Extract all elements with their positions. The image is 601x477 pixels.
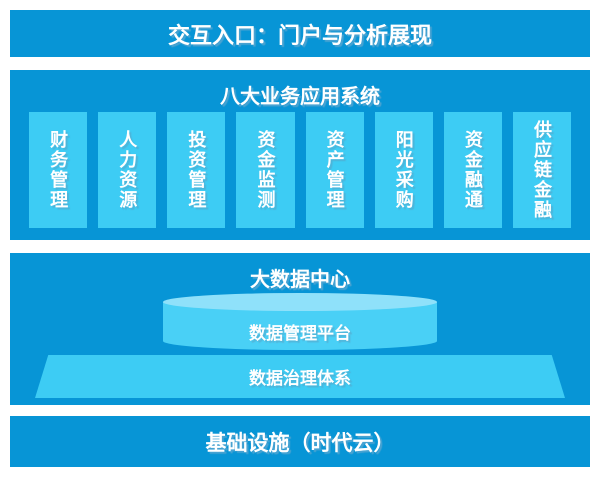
app-card-finance: 财务管理 [29, 112, 88, 228]
cylinder-shape-icon [163, 293, 437, 350]
app-card-investment: 投资管理 [167, 112, 226, 228]
app-card-hr: 人力资源 [98, 112, 157, 228]
infrastructure-bar: 基础设施（时代云） [10, 416, 590, 467]
application-cards-row: 财务管理 人力资源 投资管理 资金监测 资产管理 阳光采购 资金融通 供应链金融 [29, 112, 571, 228]
infrastructure-label: 基础设施（时代云） [205, 431, 395, 455]
app-card-label: 阳光采购 [393, 130, 414, 210]
portal-entry-label: 交互入口：门户与分析展现 [167, 22, 432, 48]
data-platform-cylinder: 数据管理平台 [163, 293, 437, 351]
data-governance-trapezoid: 数据治理体系 [35, 355, 565, 398]
app-card-fund-financing: 资金融通 [443, 112, 502, 228]
business-applications-title: 八大业务应用系统 [220, 86, 380, 108]
app-card-supply-chain-finance: 供应链金融 [512, 112, 571, 228]
data-governance-label: 数据治理体系 [249, 369, 351, 388]
big-data-center-title: 大数据中心 [250, 269, 350, 291]
app-card-label: 投资管理 [186, 130, 207, 210]
app-card-label: 财务管理 [48, 130, 69, 210]
big-data-center-section: 大数据中心 数据管理平台 数据治理体系 [10, 253, 590, 405]
data-platform-label: 数据管理平台 [249, 323, 351, 343]
app-card-fund-monitoring: 资金监测 [236, 112, 295, 228]
business-applications-section: 八大业务应用系统 财务管理 人力资源 投资管理 资金监测 资产管理 阳光采购 资… [10, 70, 590, 240]
app-card-label: 资金融通 [462, 130, 483, 210]
app-card-label: 供应链金融 [531, 120, 552, 220]
app-card-label: 资金监测 [255, 130, 276, 210]
app-card-asset: 资产管理 [305, 112, 364, 228]
app-card-procurement: 阳光采购 [374, 112, 433, 228]
app-card-label: 资产管理 [324, 130, 345, 210]
portal-entry-bar: 交互入口：门户与分析展现 [10, 10, 590, 57]
app-card-label: 人力资源 [117, 130, 138, 210]
